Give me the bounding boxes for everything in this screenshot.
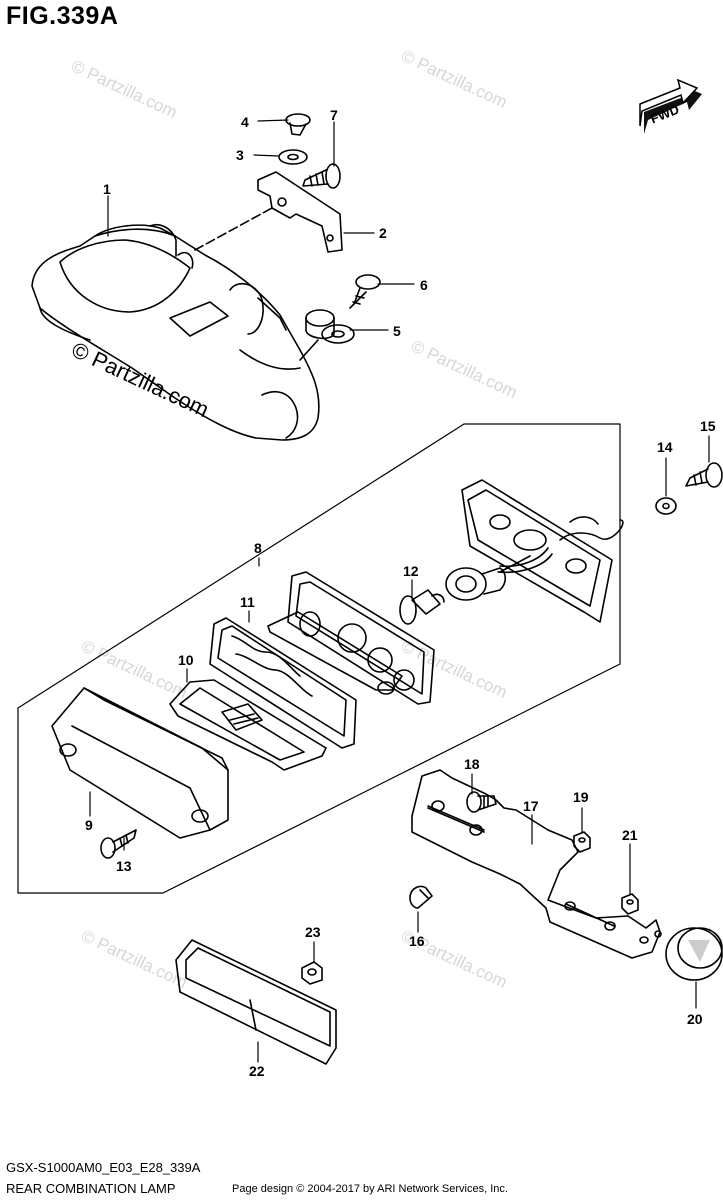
nut-23 bbox=[301, 961, 323, 985]
callout-20: 20 bbox=[687, 1011, 703, 1027]
reflector-plate bbox=[175, 939, 337, 1065]
callout-15: 15 bbox=[700, 418, 716, 434]
watermark-4: © Partzilla.com bbox=[78, 636, 190, 702]
lens-unit bbox=[267, 571, 435, 705]
watermark-6: © Partzilla.com bbox=[78, 926, 190, 992]
watermarks: © Partzilla.com © Partzilla.com © Partzi… bbox=[68, 46, 520, 992]
tail-lens bbox=[51, 687, 229, 839]
watermark-2: © Partzilla.com bbox=[398, 46, 510, 112]
gasket bbox=[209, 617, 357, 749]
screw-6 bbox=[349, 274, 381, 309]
callout-13: 13 bbox=[116, 858, 132, 874]
callout-8: 8 bbox=[254, 540, 262, 556]
callout-2: 2 bbox=[379, 225, 387, 241]
screw-15 bbox=[685, 462, 723, 488]
callout-10: 10 bbox=[178, 652, 194, 668]
callout-3: 3 bbox=[236, 147, 244, 163]
nut-21 bbox=[621, 893, 639, 915]
round-reflector bbox=[665, 927, 723, 981]
callout-19: 19 bbox=[573, 789, 589, 805]
lamp-base bbox=[461, 479, 624, 623]
nut-19 bbox=[573, 831, 591, 853]
assembly-8-outline bbox=[17, 423, 621, 894]
socket bbox=[445, 555, 531, 601]
bolt-18 bbox=[466, 791, 497, 813]
leader-lines bbox=[89, 119, 710, 1063]
callout-18: 18 bbox=[464, 756, 480, 772]
callout-5: 5 bbox=[393, 323, 401, 339]
lens-frame bbox=[169, 679, 327, 771]
callout-6: 6 bbox=[420, 277, 428, 293]
grommet bbox=[305, 309, 355, 344]
watermark-prominent: © Partzilla.com bbox=[68, 337, 213, 422]
figure-caption: REAR COMBINATION LAMP bbox=[6, 1181, 176, 1196]
screw-7 bbox=[302, 163, 341, 189]
callout-21: 21 bbox=[622, 827, 638, 843]
callout-17: 17 bbox=[523, 798, 539, 814]
callout-12: 12 bbox=[403, 563, 419, 579]
lamp-housing bbox=[31, 224, 320, 441]
callout-22: 22 bbox=[249, 1063, 265, 1079]
washer-14 bbox=[655, 497, 677, 515]
bracket bbox=[257, 171, 343, 253]
bulb-16 bbox=[409, 885, 433, 909]
callout-7: 7 bbox=[330, 107, 338, 123]
callout-numbers: 1 2 3 4 5 6 7 8 9 10 11 12 13 14 15 16 1… bbox=[85, 107, 716, 1079]
watermark-3: © Partzilla.com bbox=[408, 336, 520, 402]
callout-1: 1 bbox=[103, 181, 111, 197]
callout-16: 16 bbox=[409, 933, 425, 949]
watermark-1: © Partzilla.com bbox=[68, 56, 180, 122]
callout-23: 23 bbox=[305, 924, 321, 940]
callout-11: 11 bbox=[240, 594, 255, 610]
bulb bbox=[399, 589, 445, 625]
callout-14: 14 bbox=[657, 439, 673, 455]
model-code: GSX-S1000AM0_E03_E28_339A bbox=[6, 1160, 201, 1175]
washer bbox=[278, 149, 308, 165]
screw-4 bbox=[285, 113, 311, 136]
screw-13 bbox=[100, 829, 137, 859]
figure-title: FIG.339A bbox=[6, 2, 119, 30]
fwd-arrow-icon: FWD bbox=[639, 78, 702, 134]
copyright-notice: Page design © 2004-2017 by ARI Network S… bbox=[232, 1183, 508, 1195]
callout-4: 4 bbox=[241, 114, 249, 130]
callout-9: 9 bbox=[85, 817, 93, 833]
